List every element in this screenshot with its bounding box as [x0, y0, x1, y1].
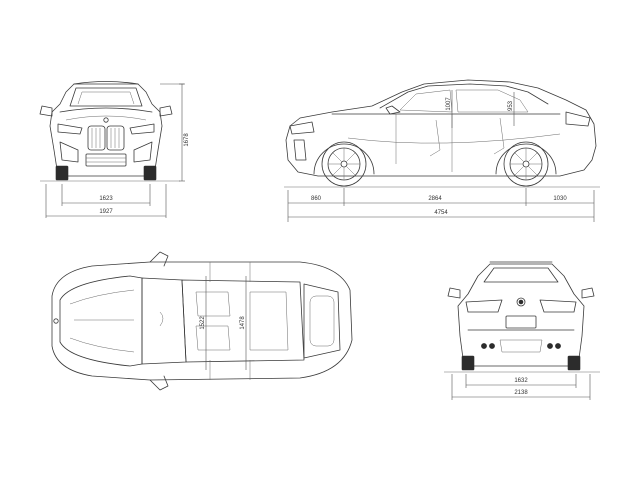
front-track-width-label: 1623: [99, 196, 113, 202]
rear-track-width-label: 1632: [514, 378, 528, 384]
rear-overall-width-label: 2138: [514, 390, 528, 396]
front-overall-width-label: 1927: [99, 209, 113, 215]
rear-headroom-label: 953: [508, 100, 514, 111]
side-view: 1007 953 860 2864 1030 4754: [284, 79, 600, 222]
wheelbase-label: 2864: [428, 196, 442, 202]
front-view: 1678 1623 1927: [39, 81, 190, 218]
front-shoulder-label: 1522: [200, 316, 206, 330]
overall-length-label: 4754: [434, 210, 448, 216]
rear-wheel: [503, 141, 549, 187]
front-height-label: 1678: [184, 133, 190, 147]
front-headroom-label: 1007: [446, 97, 452, 111]
rear-overhang-label: 1030: [553, 196, 567, 202]
top-view: 1522 1478: [51, 251, 353, 391]
rear-shoulder-label: 1478: [240, 316, 246, 330]
front-overhang-label: 860: [311, 196, 322, 202]
rear-view: 1632 2138: [444, 261, 600, 400]
front-wheel: [321, 141, 367, 187]
